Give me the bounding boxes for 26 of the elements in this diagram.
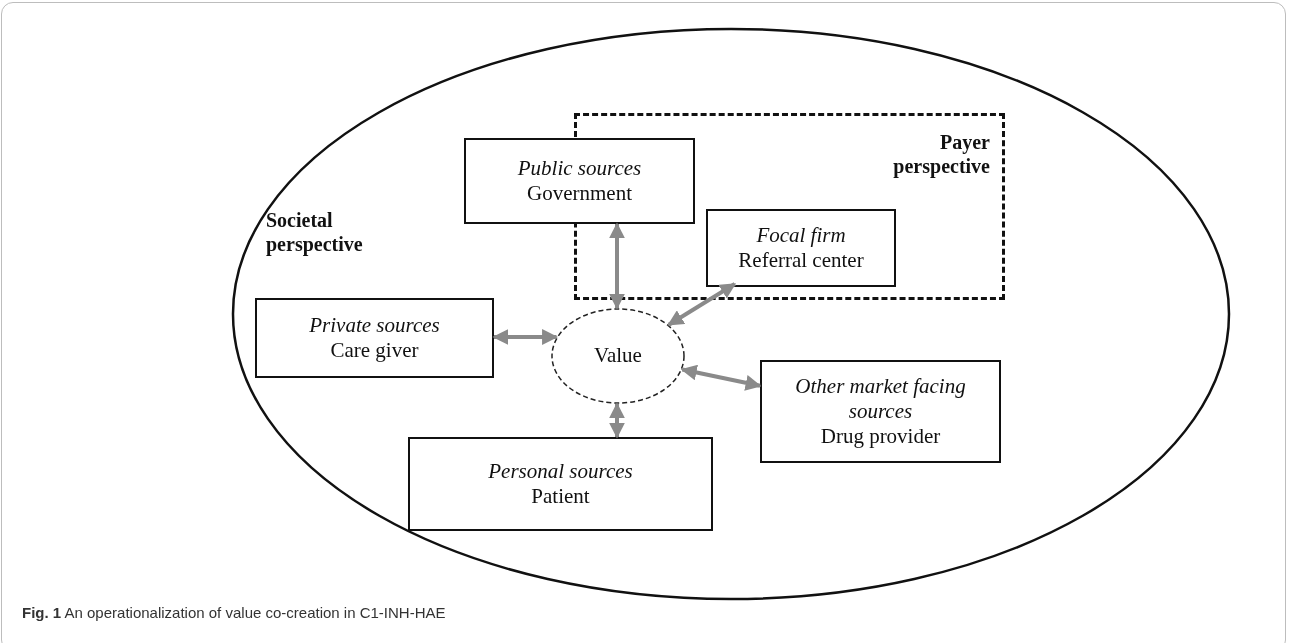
source-category: Focal firm — [756, 222, 846, 248]
figure-caption: Fig. 1 An operationalization of value co-creation in C1-INH-HAE — [22, 604, 446, 621]
source-box — [760, 360, 1001, 463]
value-ellipse — [551, 308, 685, 404]
source-category: Public sources — [517, 155, 642, 181]
source-name: Care giver — [330, 338, 419, 364]
perspective-label: Payer perspective — [892, 130, 990, 178]
source-box — [464, 138, 695, 224]
double-arrow — [667, 282, 737, 327]
source-name: Drug provider — [820, 424, 941, 450]
source-name: Government — [527, 181, 632, 207]
source-category: Personal sources — [488, 458, 633, 484]
double-arrow — [609, 222, 625, 310]
double-arrow — [680, 364, 762, 391]
perspective-ellipse — [232, 28, 1230, 600]
source-category: Private sources — [309, 312, 440, 338]
source-name: Referral center — [738, 248, 864, 274]
source-name: Patient — [531, 484, 590, 510]
perspective-label: Societal perspective — [266, 208, 364, 256]
source-category: Other market facing sources — [794, 373, 967, 425]
source-box — [255, 298, 494, 378]
double-arrow — [609, 402, 625, 439]
value-label: Value — [594, 343, 642, 369]
source-box — [706, 209, 896, 287]
double-arrow — [492, 329, 559, 345]
source-box — [408, 437, 713, 531]
